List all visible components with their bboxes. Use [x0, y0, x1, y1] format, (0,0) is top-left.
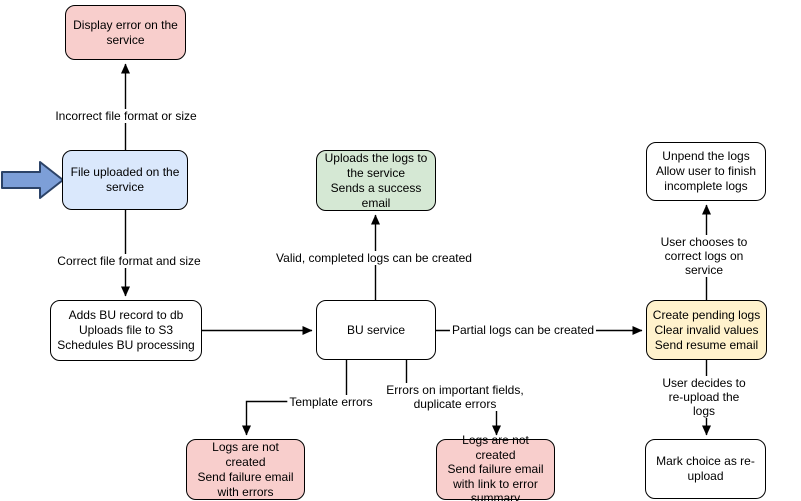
edge-label-field-errors: Errors on important fields, duplicate er… [384, 383, 526, 411]
edge-label-correct-format: Correct file format and size [55, 254, 203, 268]
node-file-uploaded: File uploaded on the service [62, 150, 188, 210]
edge-label-partial-logs: Partial logs can be created [449, 323, 597, 337]
node-uploads-logs-success: Uploads the logs to the service Sends a … [316, 150, 436, 211]
edge-label-incorrect-format: Incorrect file format or size [53, 109, 199, 123]
edge-label-template-errors: Template errors [287, 395, 375, 409]
entry-pointer-icon [1, 161, 64, 199]
edge-label-choose-correct: User chooses to correct logs on service [655, 235, 753, 277]
edge-label-valid-logs: Valid, completed logs can be created [274, 251, 474, 265]
node-logs-not-created-errors: Logs are not created Send failure email … [186, 439, 305, 500]
node-mark-choice-reupload: Mark choice as re-upload [645, 439, 766, 499]
node-logs-not-created-summary: Logs are not created Send failure email … [436, 433, 555, 501]
edge-label-reupload: User decides to re-upload the logs [655, 376, 753, 418]
node-create-pending-logs: Create pending logs Clear invalid values… [646, 300, 767, 360]
node-bu-service: BU service [316, 300, 436, 360]
node-adds-bu-record: Adds BU record to db Uploads file to S3 … [50, 300, 202, 361]
node-unpend-logs: Unpend the logs Allow user to finish inc… [646, 142, 766, 201]
node-display-error: Display error on the service [65, 5, 186, 60]
